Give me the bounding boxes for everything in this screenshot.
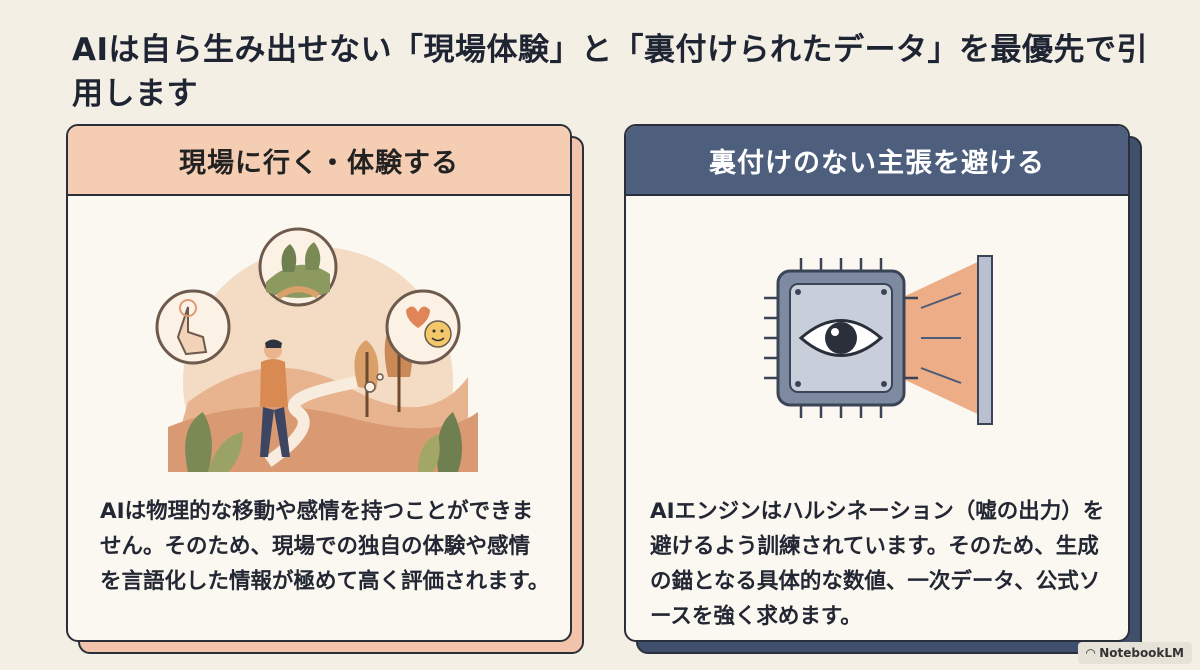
nature-experience-illustration [155, 227, 478, 472]
evidence-card: 裏付けのない主張を避ける AIエンジンはハルシネー [624, 124, 1130, 642]
experience-card: 現場に行く・体験する [66, 124, 572, 642]
experience-card-text: AIは物理的な移動や感情を持つことができません。そのため、現場での独自の体験や感… [100, 499, 550, 594]
evidence-card-text: AIエンジンはハルシネーション（嘘の出力）を避けるよう訓練されています。そのため… [650, 499, 1105, 629]
notebooklm-badge: ◠ NotebookLM [1077, 642, 1192, 664]
experience-card-heading: 現場に行く・体験する [68, 126, 570, 196]
badge-label: NotebookLM [1099, 646, 1184, 660]
chip-eye-icon [764, 255, 993, 425]
notebooklm-logo-icon: ◠ [1085, 646, 1096, 660]
page-title: AIは自ら生み出せない「現場体験」と「裏付けられたデータ」を最優先で引用します [72, 32, 1149, 112]
evidence-card-heading: 裏付けのない主張を避ける [626, 126, 1128, 196]
